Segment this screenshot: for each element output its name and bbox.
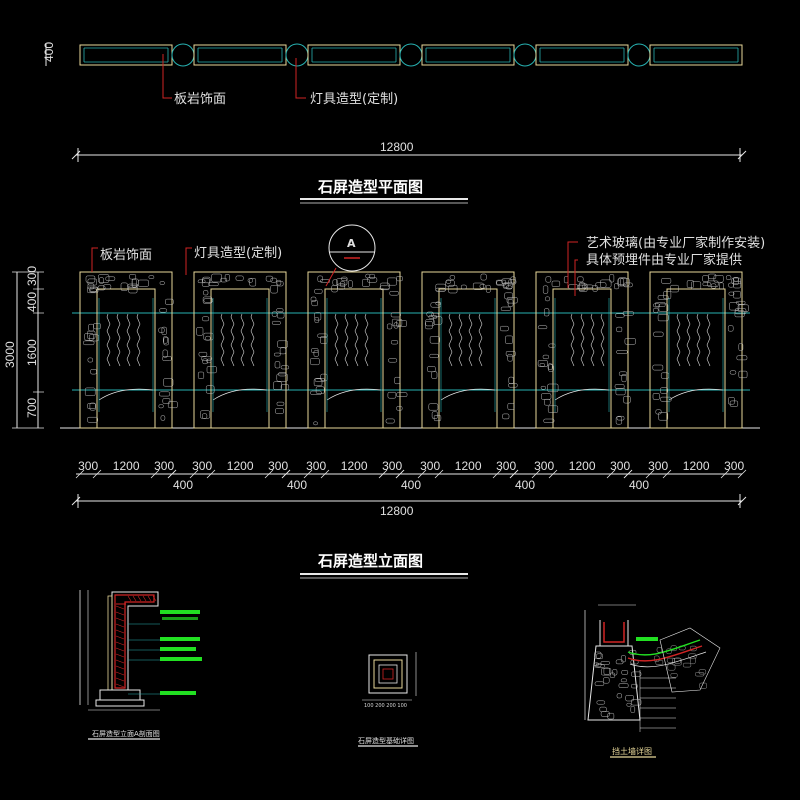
svg-text:100 200 200 100: 100 200 200 100	[364, 703, 407, 709]
plan-overall-dim: 12800	[380, 140, 414, 154]
elev-frame-inner	[324, 288, 384, 429]
glass-pattern	[354, 313, 359, 367]
glass-pattern	[600, 313, 605, 367]
dim-upper: 1200	[341, 459, 368, 473]
elev-frame-outer	[79, 271, 173, 429]
plan-title: 石屏造型平面图	[317, 178, 423, 196]
elev-overall-dim: 12800	[380, 504, 414, 518]
glass-pattern	[686, 313, 691, 367]
elevation-view: 板岩饰面 灯具造型(定制) 艺术玻璃(由专业厂家制作安装) 具体预埋件由专业厂家…	[3, 224, 765, 579]
glass-pattern	[448, 313, 453, 367]
plan-lamp-circle	[513, 43, 537, 67]
dim-upper: 300	[610, 459, 630, 473]
glass-pattern	[468, 313, 473, 367]
section-marker-label: A	[347, 237, 356, 250]
plan-lamp-circle	[399, 43, 423, 67]
glass-pattern	[676, 313, 681, 367]
plan-lamp-circle	[285, 43, 309, 67]
plan-height-dim: 400	[42, 42, 56, 62]
vert-dim-300: 300	[25, 266, 39, 286]
dim-lower: 400	[173, 478, 193, 492]
glass-pattern	[590, 313, 595, 367]
dim-upper: 1200	[683, 459, 710, 473]
section-detail-title: 石屏造型立面A剖面图	[92, 729, 160, 738]
dim-lower: 400	[401, 478, 421, 492]
elev-title: 石屏造型立面图	[317, 552, 423, 570]
vert-total-dim: 3000	[3, 341, 17, 368]
dim-upper: 300	[78, 459, 98, 473]
plan-view: 400 板岩饰面 灯具造型(定制) 12800 石屏造型平面图	[42, 42, 747, 204]
dim-upper: 300	[534, 459, 554, 473]
detail-section-a: 石屏造型立面A剖面图	[79, 590, 202, 740]
elev-frame-outer	[193, 271, 287, 429]
plan-label-lamp: 灯具造型(定制)	[310, 92, 398, 107]
dim-lower: 400	[515, 478, 535, 492]
dim-upper: 300	[648, 459, 668, 473]
glass-pattern	[126, 313, 131, 367]
section-marker-circle	[328, 224, 376, 272]
dim-upper: 300	[192, 459, 212, 473]
elev-label-slate: 板岩饰面	[100, 248, 152, 263]
vert-dim-1600: 1600	[25, 339, 39, 366]
glass-pattern	[570, 313, 575, 367]
dim-upper: 300	[268, 459, 288, 473]
glass-pattern	[364, 313, 369, 367]
vert-dim-700: 700	[25, 398, 39, 418]
elev-label-lamp: 灯具造型(定制)	[194, 246, 282, 261]
dim-upper: 300	[420, 459, 440, 473]
dim-upper: 300	[382, 459, 402, 473]
glass-pattern	[478, 313, 483, 367]
glass-pattern	[580, 313, 585, 367]
dim-upper: 300	[724, 459, 744, 473]
lamp-leader	[295, 58, 306, 99]
dim-upper: 1200	[569, 459, 596, 473]
glass-pattern	[334, 313, 339, 367]
glass-pattern	[136, 313, 141, 367]
foundation-detail-title: 石屏造型基础详图	[358, 736, 414, 745]
dim-upper: 1200	[227, 459, 254, 473]
glass-note-2: 具体预埋件由专业厂家提供	[586, 252, 742, 268]
retaining-detail-title: 挡土墙详图	[612, 746, 652, 756]
glass-pattern	[344, 313, 349, 367]
dim-upper: 300	[496, 459, 516, 473]
vert-dim-400: 400	[25, 292, 39, 312]
plan-lamp-circle	[171, 43, 195, 67]
elev-frame-outer	[421, 271, 515, 429]
elev-frame-inner	[96, 288, 156, 429]
dim-lower: 400	[287, 478, 307, 492]
dim-upper: 300	[154, 459, 174, 473]
plan-panel	[649, 44, 743, 66]
slate-leader	[162, 54, 172, 99]
plan-lamp-circle	[627, 43, 651, 67]
dim-lower: 400	[629, 478, 649, 492]
dim-upper: 300	[306, 459, 326, 473]
elev-frame-outer	[307, 271, 401, 429]
glass-pattern	[240, 313, 245, 367]
elev-frame-inner	[210, 288, 270, 429]
glass-pattern	[106, 313, 111, 367]
glass-pattern	[230, 313, 235, 367]
dim-upper: 1200	[455, 459, 482, 473]
glass-pattern	[696, 313, 701, 367]
glass-note-1: 艺术玻璃(由专业厂家制作安装)	[586, 235, 765, 251]
glass-pattern	[116, 313, 121, 367]
plan-label-slate: 板岩饰面	[174, 92, 226, 107]
dim-upper: 1200	[113, 459, 140, 473]
detail-retaining-wall: 挡土墙详图	[584, 604, 721, 758]
glass-pattern	[706, 313, 711, 367]
detail-foundation: 100 200 200 100 石屏造型基础详图	[358, 652, 418, 747]
glass-pattern	[220, 313, 225, 367]
glass-pattern	[458, 313, 463, 367]
elev-frame-inner	[552, 288, 612, 429]
elev-frame-inner	[438, 288, 498, 429]
glass-pattern	[250, 313, 255, 367]
elev-frame-inner	[666, 288, 726, 429]
